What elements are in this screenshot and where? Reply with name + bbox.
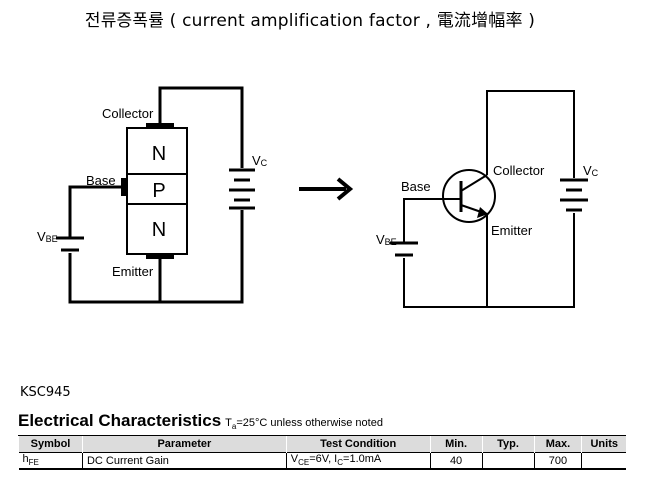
collector-label-right: Collector bbox=[493, 163, 545, 178]
model-number: KSC945 bbox=[20, 385, 71, 400]
collector-terminal bbox=[146, 123, 174, 129]
vc-battery-left bbox=[229, 168, 255, 210]
page-title: 전류증폭률 ( current amplification factor , 電… bbox=[84, 11, 536, 31]
emitter-label-left: Emitter bbox=[112, 264, 154, 279]
cell-typ bbox=[481, 452, 534, 470]
vc-label-left: VC bbox=[252, 153, 268, 168]
base-label-right: Base bbox=[401, 179, 431, 194]
table-header-row: Symbol Parameter Test Condition Min. Typ… bbox=[18, 435, 626, 453]
vc-battery-right bbox=[560, 178, 588, 212]
emitter-label-right: Emitter bbox=[491, 223, 533, 238]
emitter-terminal bbox=[146, 253, 174, 259]
transistor-symbol-circuit bbox=[403, 90, 575, 308]
equivalence-arrow bbox=[299, 177, 354, 201]
cell-min: 40 bbox=[429, 452, 483, 470]
cell-units bbox=[581, 452, 626, 470]
col-header-units: Units bbox=[581, 435, 626, 453]
cell-test-condition: VCE=6V, IC=1.0mA bbox=[285, 452, 431, 470]
layer-n-top: N bbox=[152, 143, 166, 165]
transistor-diagram: N P N Collector Base Emitter VBE VC bbox=[37, 86, 599, 308]
vbe-battery-right bbox=[390, 241, 418, 257]
electrical-characteristics-table: Symbol Parameter Test Condition Min. Typ… bbox=[18, 435, 626, 470]
collector-label-left: Collector bbox=[102, 106, 154, 121]
col-header-test-condition: Test Condition bbox=[285, 435, 431, 453]
table-row: hFE DC Current Gain VCE=6V, IC=1.0mA 40 … bbox=[18, 452, 626, 470]
base-label-left: Base bbox=[86, 173, 116, 188]
col-header-typ: Typ. bbox=[481, 435, 534, 453]
emitter-arrow-icon bbox=[477, 207, 488, 218]
layer-p: P bbox=[152, 180, 165, 202]
base-terminal bbox=[121, 178, 128, 196]
layer-n-bottom: N bbox=[152, 219, 166, 241]
ec-heading-title: Electrical Characteristics bbox=[18, 411, 222, 430]
col-header-max: Max. bbox=[533, 435, 582, 453]
col-header-symbol: Symbol bbox=[18, 435, 83, 453]
cell-max: 700 bbox=[533, 452, 582, 470]
vbe-battery-left bbox=[56, 236, 84, 252]
col-header-parameter: Parameter bbox=[81, 435, 287, 453]
vbe-label-right: VBE bbox=[376, 232, 397, 247]
ec-heading-condition: Ta=25°C unless otherwise noted bbox=[225, 417, 383, 432]
cell-symbol: hFE bbox=[18, 452, 83, 470]
col-header-min: Min. bbox=[429, 435, 483, 453]
vc-label-right: VC bbox=[583, 163, 599, 178]
npn-layer-circuit bbox=[68, 86, 244, 304]
vbe-label-left: VBE bbox=[37, 229, 58, 244]
cell-parameter: DC Current Gain bbox=[81, 452, 287, 470]
